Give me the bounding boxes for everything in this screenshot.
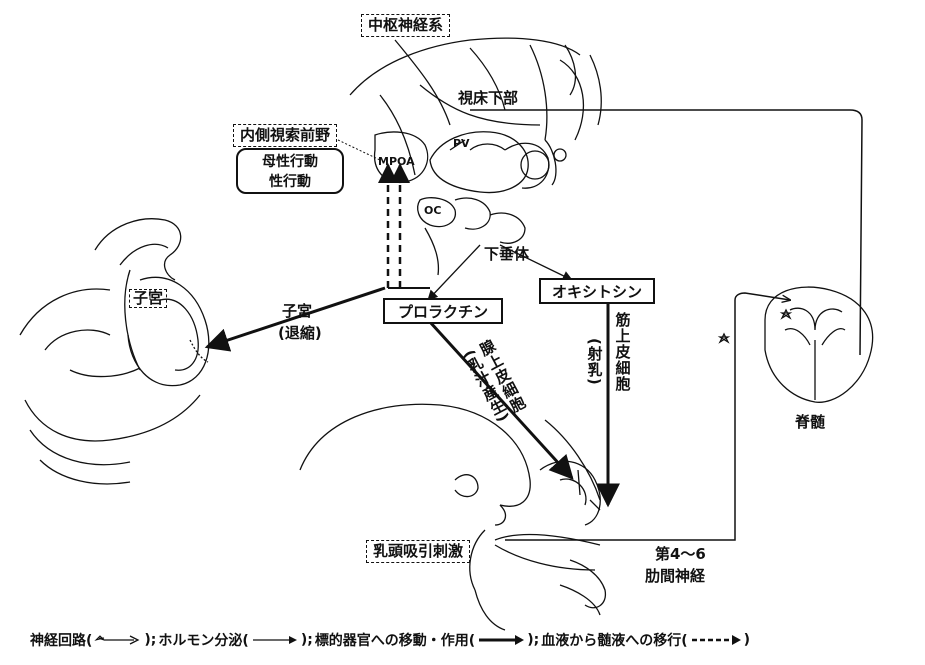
label-myoepithelial-2: (射乳) xyxy=(585,338,604,386)
label-mpoa: MPOA xyxy=(378,155,415,168)
neural-path-spinal-hypothalamus xyxy=(470,109,863,356)
neural-markers xyxy=(717,308,793,344)
prolactin-box: プロラクチン xyxy=(383,298,503,324)
target-path-glandular xyxy=(428,320,574,480)
label-uterus: 子宮 xyxy=(129,289,168,308)
label-pituitary: 下垂体 xyxy=(484,245,530,263)
label-oc: OC xyxy=(424,204,442,217)
legend-neural-line xyxy=(94,635,140,645)
label-sexual-behavior: 性行動 xyxy=(269,174,311,190)
legend-neural: 神経回路( xyxy=(30,633,93,649)
brain-illustration xyxy=(349,37,602,276)
legend-blood-csf: 血液から髄液への移行( xyxy=(541,633,688,649)
mpoa-roles-box: 母性行動 性行動 xyxy=(236,148,344,194)
legend-target: 標的器官への移動・作用( xyxy=(314,633,476,649)
legend-neural-end: ); xyxy=(144,632,157,648)
label-spinal-cord: 脊髄 xyxy=(795,413,826,431)
target-path-uterus xyxy=(204,286,386,352)
infant-illustration xyxy=(299,403,607,631)
oxytocin-box: オキシトシン xyxy=(539,278,655,304)
hormone-path-oxytocin xyxy=(499,244,573,281)
label-hypothalamus: 視床下部 xyxy=(458,89,519,107)
legend-hormone-end: ); xyxy=(300,632,313,648)
legend-target-line xyxy=(479,635,525,645)
label-intercostal-2: 肋間神経 xyxy=(645,567,706,585)
pathways xyxy=(149,109,863,541)
legend-hormone-line xyxy=(252,636,297,644)
legend: 神経回路( ); ホルモン分泌( ); 標的器官への移動・作用( ); 血液から… xyxy=(30,630,920,650)
label-mpoa-title: 内側視索前野 xyxy=(233,124,338,147)
spinal-cord-illustration xyxy=(764,286,874,403)
hormone-path-prolactin xyxy=(427,244,481,301)
label-nipple-stimulus: 乳頭吸引刺激 xyxy=(366,540,471,563)
legend-target-end: ); xyxy=(527,632,540,648)
legend-hormone: ホルモン分泌( xyxy=(158,633,249,649)
label-pv: PV xyxy=(453,137,470,150)
label-maternal-behavior: 母性行動 xyxy=(262,154,318,170)
legend-blood-csf-end: ) xyxy=(743,632,751,648)
uterus-illustration xyxy=(19,218,210,485)
label-myoepithelial-1: 筋上皮細胞 xyxy=(613,312,632,392)
label-uterus-path-2: (退縮) xyxy=(278,324,322,342)
neural-path-intercostal xyxy=(505,292,790,541)
label-intercostal-1: 第4～6 xyxy=(655,545,706,563)
legend-blood-csf-line xyxy=(691,635,741,645)
label-uterus-path-1: 子宮 xyxy=(282,302,313,320)
label-cns: 中枢神経系 xyxy=(361,14,451,37)
